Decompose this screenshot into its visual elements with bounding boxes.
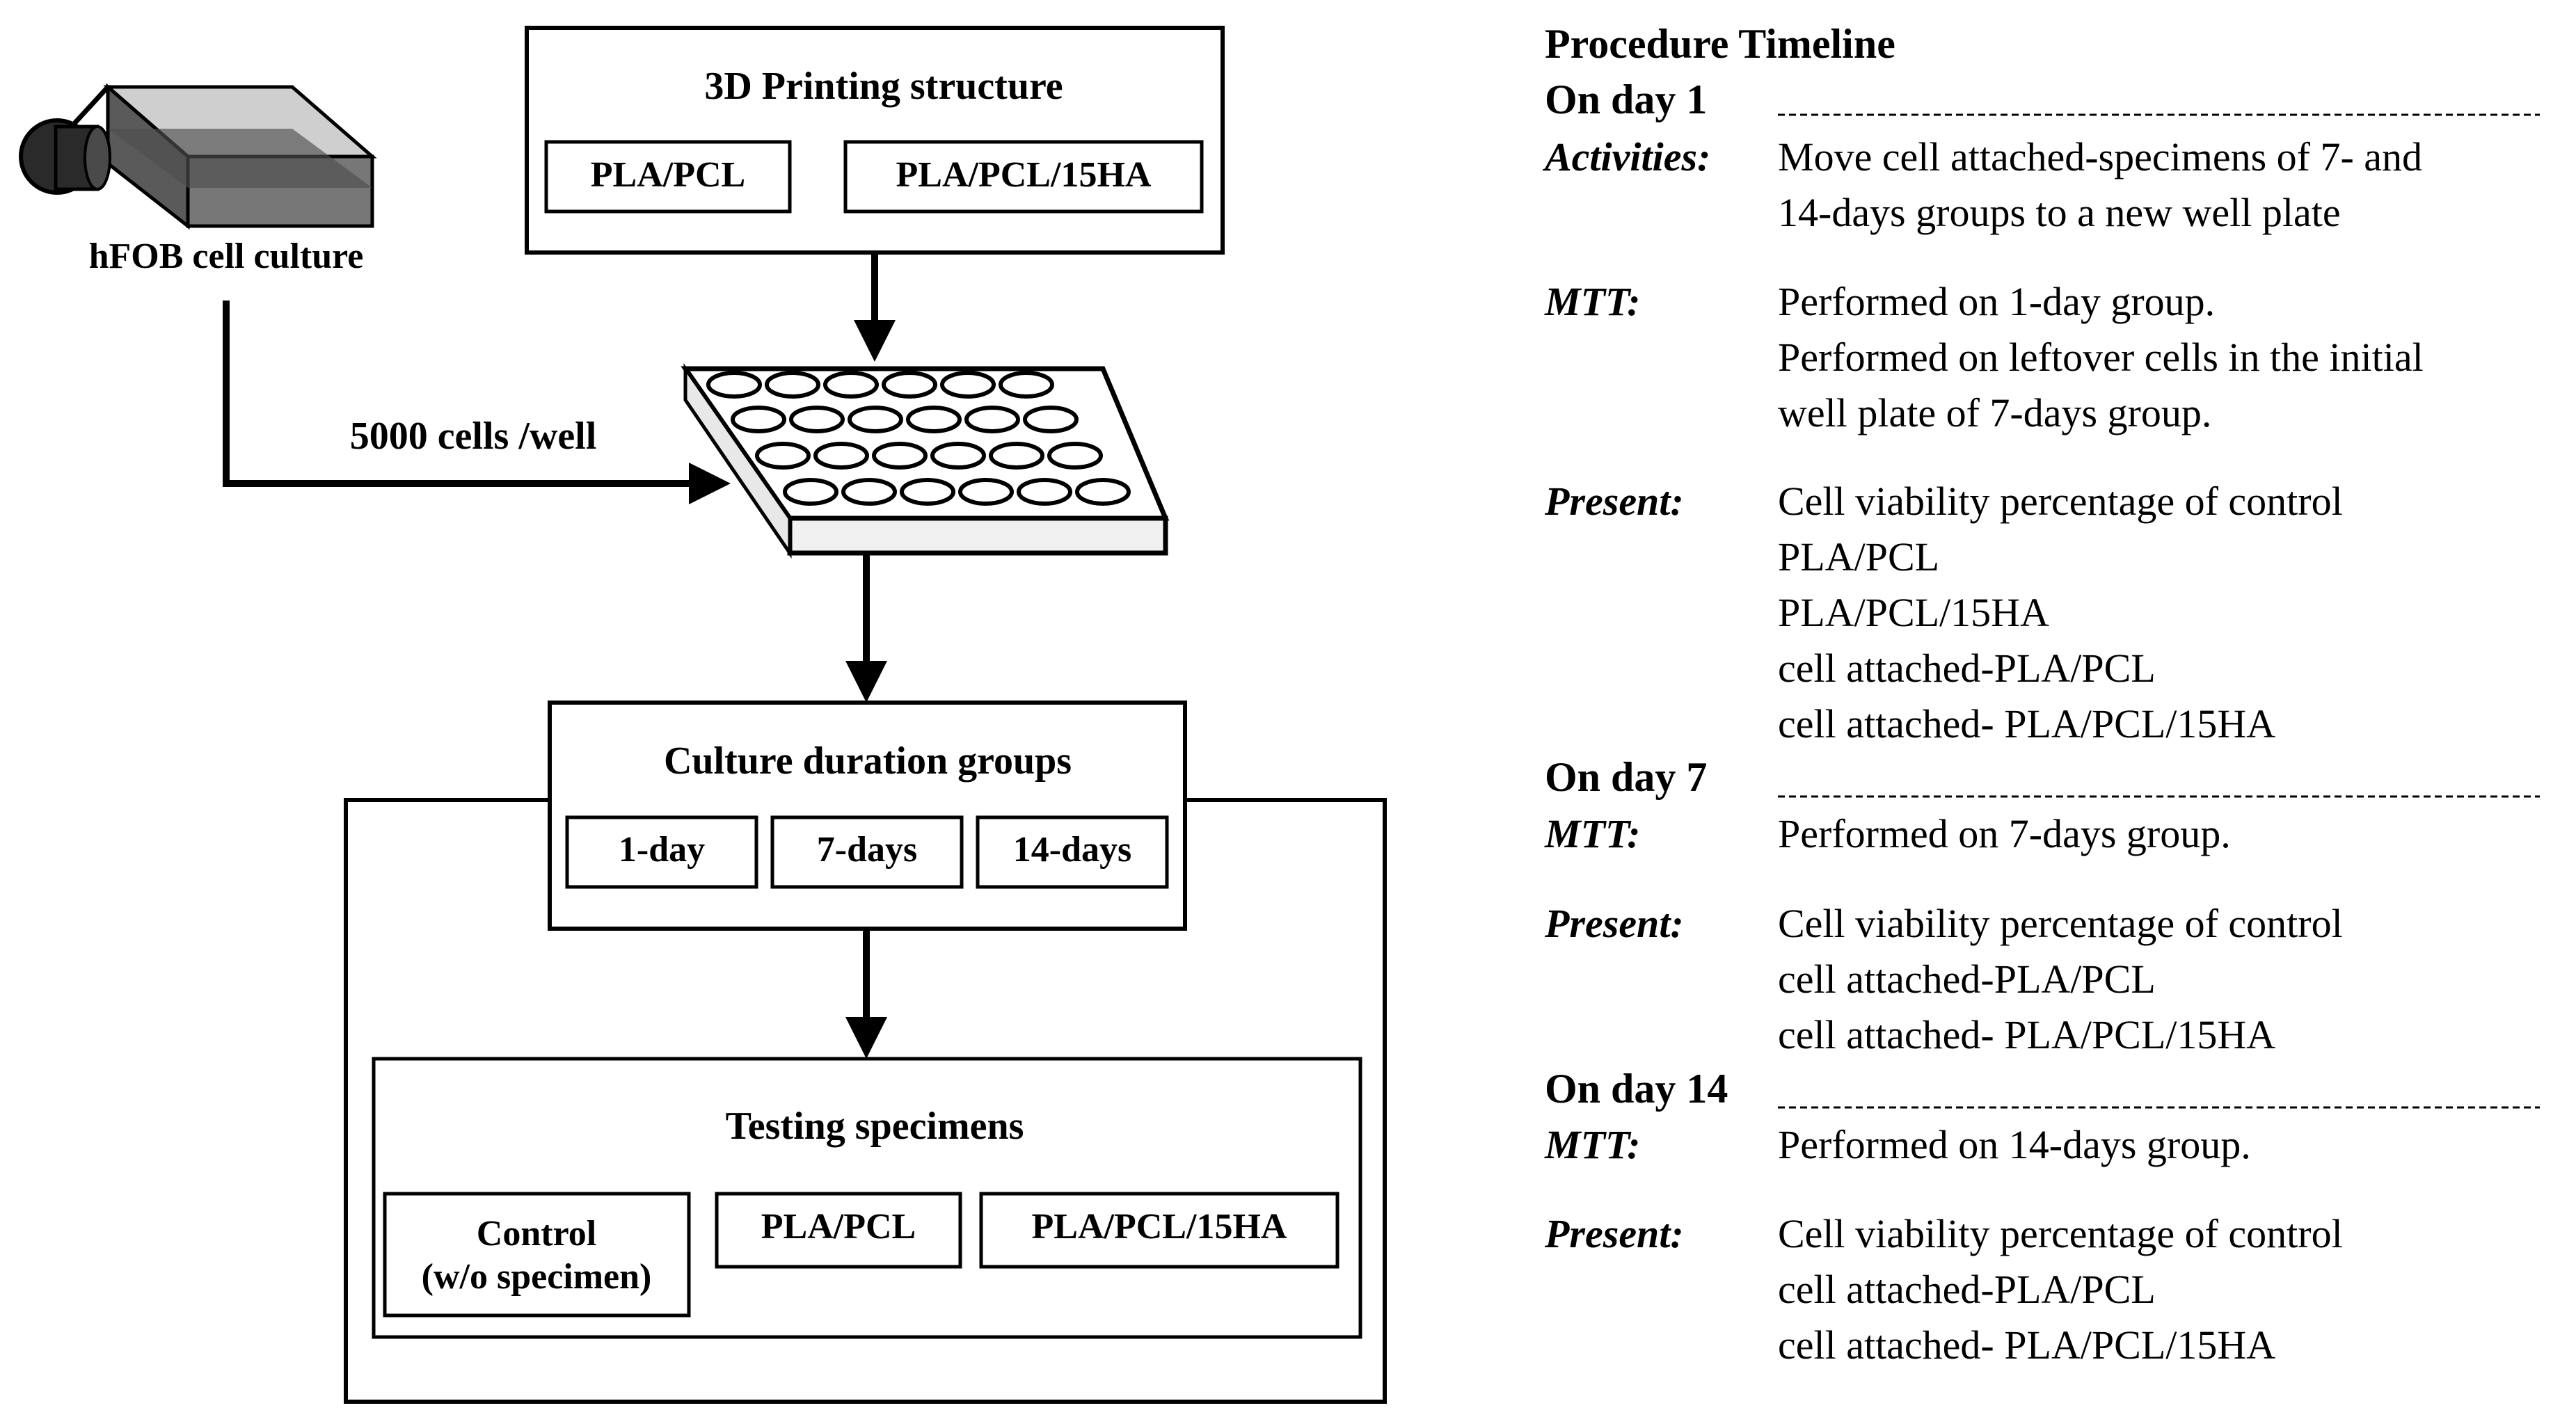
well-3-4 [930, 442, 986, 470]
day7-present-label: Present: [1544, 901, 1684, 946]
day1-mtt-line3: well plate of 7-days group. [1778, 390, 2211, 435]
well-4-2 [841, 478, 897, 506]
day7-present-line1: Cell viability percentage of control [1778, 901, 2343, 946]
well-1-6 [999, 371, 1054, 399]
well-1-4 [882, 371, 937, 399]
well-3-2 [813, 442, 869, 470]
duration-14-days: 14-days [1013, 830, 1131, 870]
cell-culture-flask-icon [19, 83, 377, 230]
well-1-1 [706, 371, 762, 399]
arrow-culture-to-plate [223, 301, 731, 504]
day14-mtt-line1: Performed on 14-days group. [1778, 1122, 2251, 1167]
well-plate-icon [681, 363, 1170, 559]
control-label-line2: (w/o specimen) [422, 1257, 652, 1297]
well-1-2 [765, 371, 820, 399]
day14-mtt-label: MTT: [1544, 1122, 1640, 1167]
day14-present-line3: cell attached- PLA/PCL/15HA [1778, 1322, 2275, 1368]
day7-mtt-line1: Performed on 7-days group. [1778, 811, 2231, 856]
day1-present-line2: PLA/PCL [1778, 534, 1939, 579]
well-1-5 [940, 371, 996, 399]
day7-mtt-label: MTT: [1544, 811, 1640, 856]
duration-title: Culture duration groups [664, 739, 1072, 783]
duration-7-days: 7-days [817, 830, 917, 870]
day14-present-line1: Cell viability percentage of control [1778, 1211, 2343, 1256]
duration-1-day: 1-day [619, 830, 705, 870]
control-label-line1: Control [477, 1214, 596, 1254]
day1-present-line1: Cell viability percentage of control [1778, 479, 2343, 524]
day1-activities-label: Activities: [1543, 134, 1710, 179]
day7-present-line3: cell attached- PLA/PCL/15HA [1778, 1012, 2275, 1057]
printing-structure-box: 3D Printing structure PLA/PCL PLA/PCL/15… [525, 26, 1225, 255]
day7-heading: On day 7 [1545, 754, 1707, 800]
day1-present-line3: PLA/PCL/15HA [1778, 590, 2049, 635]
well-1-3 [823, 371, 879, 399]
printing-item-pla-pcl-15ha: PLA/PCL/15HA [896, 155, 1152, 195]
printing-title: 3D Printing structure [704, 65, 1063, 108]
day14-present-label: Present: [1544, 1211, 1684, 1256]
well-3-6 [1047, 442, 1103, 470]
well-4-6 [1075, 478, 1131, 506]
testing-specimens-box: Testing specimens Control (w/o specimen)… [372, 1057, 1362, 1339]
day1-mtt-line1: Performed on 1-day group. [1778, 279, 2215, 324]
day7-present-line2: cell attached-PLA/PCL [1778, 956, 2156, 1002]
well-2-4 [906, 406, 962, 433]
testing-item-pla-pcl-15ha: PLA/PCL/15HA [1032, 1207, 1287, 1247]
well-2-6 [1023, 406, 1079, 433]
testing-title: Testing specimens [726, 1105, 1024, 1148]
well-4-1 [783, 478, 838, 506]
well-3-3 [872, 442, 928, 470]
timeline-title: Procedure Timeline [1545, 21, 1895, 67]
well-2-3 [848, 406, 903, 433]
day1-heading: On day 1 [1545, 77, 1707, 122]
day1-activities-line1: Move cell attached-specimens of 7- and [1778, 134, 2422, 179]
day1-present-line4: cell attached-PLA/PCL [1778, 646, 2156, 691]
day1-present-label: Present: [1544, 479, 1684, 524]
day14-heading: On day 14 [1545, 1066, 1728, 1112]
printing-item-pla-pcl: PLA/PCL [591, 155, 745, 195]
well-2-5 [964, 406, 1020, 433]
day1-activities-line2: 14-days groups to a new well plate [1778, 190, 2341, 235]
well-4-3 [900, 478, 955, 506]
well-4-4 [958, 478, 1014, 506]
well-2-1 [731, 406, 786, 433]
source-label: hFOB cell culture [89, 237, 364, 276]
day1-mtt-label: MTT: [1544, 279, 1640, 324]
seeding-label: 5000 cells /well [350, 415, 597, 458]
well-3-1 [755, 442, 811, 470]
day14-present-line2: cell attached-PLA/PCL [1778, 1267, 2156, 1312]
day1-mtt-line2: Performed on leftover cells in the initi… [1778, 335, 2424, 380]
well-3-5 [989, 442, 1044, 470]
procedure-timeline: Procedure Timeline On day 1 Activities: … [1543, 21, 2540, 1368]
well-2-2 [789, 406, 845, 433]
testing-item-pla-pcl: PLA/PCL [761, 1207, 916, 1247]
well-4-5 [1017, 478, 1072, 506]
day1-present-line5: cell attached- PLA/PCL/15HA [1778, 701, 2275, 746]
culture-duration-box: Culture duration groups 1-day 7-days 14-… [548, 701, 1187, 931]
